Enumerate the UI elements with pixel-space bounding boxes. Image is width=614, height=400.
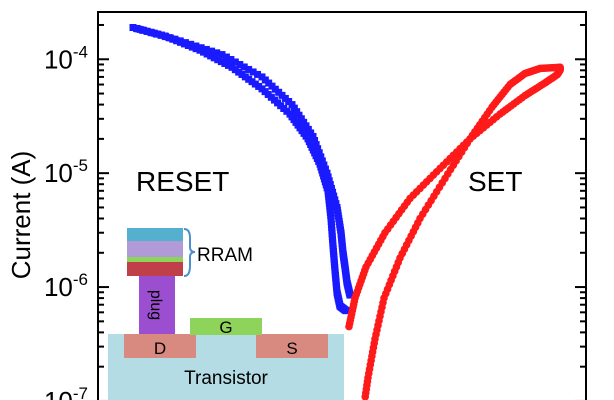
rram-top-layer xyxy=(127,228,183,241)
reset-data-point xyxy=(342,307,350,315)
reset-data-point xyxy=(332,200,340,208)
reset-data-point xyxy=(249,68,257,76)
reset-data-point xyxy=(302,122,310,130)
reset-data-point xyxy=(202,45,210,53)
set-data-point xyxy=(556,63,564,72)
reset-data-point xyxy=(176,37,184,45)
reset-data-point xyxy=(320,161,328,169)
reset-data-point xyxy=(208,47,216,55)
reset-data-point xyxy=(240,63,248,71)
reset-data-point xyxy=(300,118,308,126)
reset-data-point xyxy=(203,50,211,58)
y-tick-label: 10-5 xyxy=(44,156,88,188)
reset-annotation: RESET xyxy=(136,166,229,197)
reset-data-point xyxy=(312,141,320,149)
reset-data-point xyxy=(309,132,317,140)
reset-data-point xyxy=(236,60,244,68)
reset-data-point xyxy=(181,39,189,47)
reset-data-point xyxy=(326,181,334,189)
reset-data-point xyxy=(227,56,235,64)
gate xyxy=(190,318,262,335)
reset-data-point xyxy=(217,58,225,66)
reset-data-point xyxy=(321,165,329,173)
reset-data-point xyxy=(304,125,312,133)
y-tick-label: 10-6 xyxy=(44,270,88,302)
reset-data-point xyxy=(231,58,239,66)
drain-contact xyxy=(124,334,196,358)
y-axis-label: Current (A) xyxy=(6,151,36,280)
reset-data-point xyxy=(315,149,323,157)
reset-data-point xyxy=(192,42,200,50)
reset-data-point xyxy=(330,192,338,200)
y-tick-label: 10-4 xyxy=(44,42,88,74)
reset-data-point xyxy=(143,27,151,35)
device-schematic-inset: RRAM plug G D S Transistor xyxy=(108,228,344,400)
reset-data-point xyxy=(134,25,142,33)
reset-data-point xyxy=(214,56,222,64)
source-contact xyxy=(256,334,328,358)
reset-data-point xyxy=(324,173,332,181)
reset-data-point xyxy=(207,52,215,60)
reset-data-point xyxy=(148,29,156,37)
rram-middle-layer xyxy=(127,241,183,257)
plug-label: plug xyxy=(147,290,164,320)
reset-data-point xyxy=(295,111,303,119)
reset-data-point xyxy=(152,30,160,38)
reset-data-point xyxy=(318,157,326,165)
reset-data-point xyxy=(224,61,232,69)
reset-data-point xyxy=(218,51,226,59)
reset-data-point xyxy=(254,70,262,78)
y-tick-label: 10-7 xyxy=(44,384,88,400)
reset-data-point xyxy=(166,34,174,42)
reset-data-point xyxy=(329,188,337,196)
reset-data-point xyxy=(290,104,298,112)
reset-data-point xyxy=(197,44,205,52)
reset-data-point xyxy=(314,145,322,153)
drain-label: D xyxy=(154,339,166,358)
reset-data-point xyxy=(346,291,354,299)
reset-data-point xyxy=(325,177,333,185)
reset-data-point xyxy=(187,40,195,48)
reset-data-point xyxy=(213,49,221,57)
rram-switching-layer xyxy=(127,257,183,262)
plot-frame xyxy=(97,11,587,400)
y-axis-ticks xyxy=(98,23,586,400)
reset-data-point xyxy=(323,169,331,177)
reset-data-point xyxy=(327,184,335,192)
set-annotation: SET xyxy=(468,166,522,197)
reset-data-point xyxy=(331,196,339,204)
reset-data-point xyxy=(171,35,179,43)
reset-data-point xyxy=(293,108,301,116)
reset-data-point xyxy=(222,53,230,61)
reset-data-point xyxy=(129,24,137,32)
set-series xyxy=(345,63,564,400)
reset-data-point xyxy=(297,115,305,123)
plug xyxy=(139,276,175,334)
reset-data-point xyxy=(221,60,229,68)
reset-data-point xyxy=(157,31,165,39)
source-label: S xyxy=(286,339,297,358)
reset-data-point xyxy=(245,65,253,73)
reset-data-point xyxy=(138,26,146,34)
reset-data-point xyxy=(317,153,325,161)
rram-label: RRAM xyxy=(197,245,253,266)
gate-label: G xyxy=(219,318,232,337)
rram-bracket xyxy=(183,228,196,277)
reset-data-point xyxy=(311,137,319,145)
y-axis-tick-labels: 10-4 10-5 10-6 10-7 xyxy=(44,42,88,400)
rram-bottom-electrode xyxy=(127,262,183,276)
reset-data-point xyxy=(162,33,170,41)
transistor-label: Transistor xyxy=(184,368,268,389)
reset-data-point xyxy=(307,129,315,137)
reset-data-point xyxy=(210,54,218,62)
reset-data-point xyxy=(288,101,296,109)
reset-series xyxy=(129,24,354,315)
